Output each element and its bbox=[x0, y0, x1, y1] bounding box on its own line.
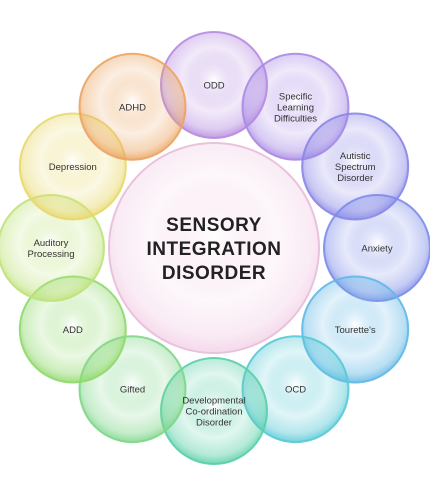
node-label-line: Disorder bbox=[196, 418, 232, 429]
node-circle bbox=[78, 52, 187, 161]
center-title-line: INTEGRATION bbox=[147, 239, 282, 260]
center-title-line: SENSORY bbox=[166, 215, 262, 236]
node-label-line: ODD bbox=[203, 81, 224, 92]
node-label-line: Specific bbox=[279, 91, 313, 102]
center-title: SENSORY INTEGRATION DISORDER bbox=[147, 215, 282, 284]
node-label-line: Gifted bbox=[120, 385, 145, 396]
node-label-line: Processing bbox=[28, 249, 75, 260]
center-title-line: DISORDER bbox=[162, 263, 266, 284]
node-label-line: Spectrum bbox=[335, 162, 376, 173]
node-label: Depression bbox=[49, 162, 97, 173]
node-label-line: ADD bbox=[63, 325, 83, 336]
node-label: Anxiety bbox=[361, 244, 392, 255]
center-circle bbox=[108, 142, 320, 354]
node-label-line: Difficulties bbox=[274, 113, 317, 124]
node-label-line: Anxiety bbox=[361, 244, 392, 255]
node-label: Gifted bbox=[120, 385, 145, 396]
node-label-line: Developmental bbox=[182, 396, 245, 407]
node-label-line: Tourette's bbox=[335, 325, 376, 336]
node-label: ODD bbox=[203, 81, 224, 92]
node-label-line: Learning bbox=[277, 102, 314, 113]
node-label-line: Depression bbox=[49, 162, 97, 173]
node-label-line: Auditory bbox=[34, 238, 69, 249]
node-label-line: Disorder bbox=[337, 173, 373, 184]
node-label-line: ADHD bbox=[119, 102, 146, 113]
node-label-line: Autistic bbox=[340, 151, 371, 162]
node-label: Tourette's bbox=[335, 325, 376, 336]
node-label-line: Co-ordination bbox=[185, 407, 242, 418]
node-label: ADHD bbox=[119, 102, 146, 113]
node-ring bbox=[0, 31, 430, 465]
node-label-line: OCD bbox=[285, 385, 306, 396]
node-label: ADD bbox=[63, 325, 83, 336]
node-label: OCD bbox=[285, 385, 306, 396]
